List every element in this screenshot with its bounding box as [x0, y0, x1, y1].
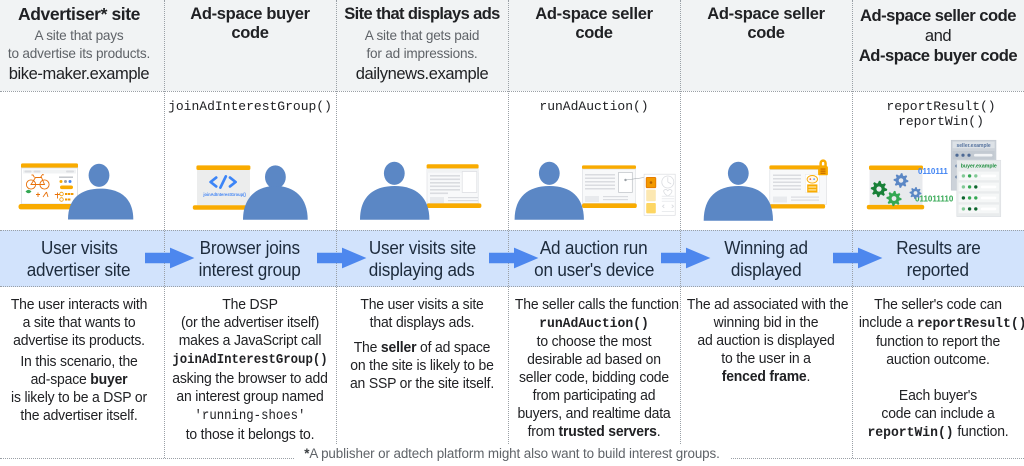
svg-text:buyer.example: buyer.example	[961, 164, 997, 170]
svg-text:seller.example: seller.example	[956, 143, 990, 149]
svg-text:0110111: 0110111	[918, 167, 948, 176]
svg-text:011011110: 011011110	[915, 195, 954, 204]
svg-text:joinAdInterestGroup(): joinAdInterestGroup()	[202, 192, 246, 197]
